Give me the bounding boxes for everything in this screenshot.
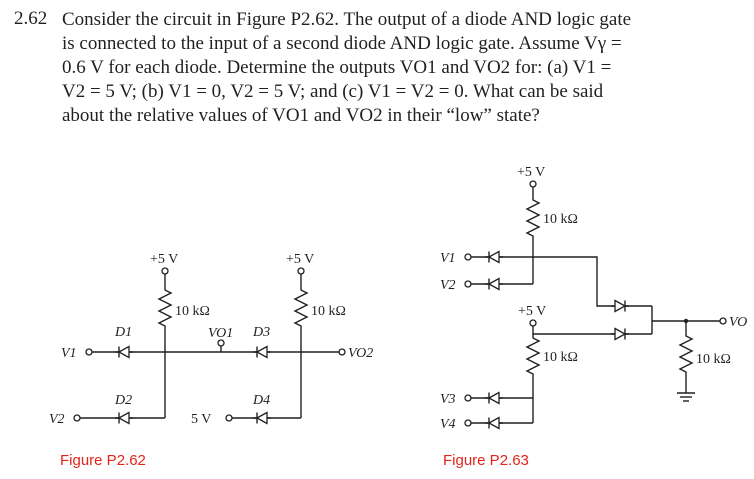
resistor-label: 10 kΩ [696, 352, 731, 367]
input-terminal-v1 [85, 348, 93, 356]
diode-input [484, 250, 504, 264]
input-label-v4: V4 [440, 417, 456, 432]
problem-number: 2.62 [14, 8, 48, 29]
input-label-v2: V2 [440, 278, 456, 293]
supply-terminal [161, 267, 169, 275]
problem-line: Consider the circuit in Figure P2.62. Th… [62, 9, 632, 30]
problem-statement: 2.62 Consider the circuit in Figure P2.6… [0, 8, 754, 133]
resistor-label: 10 kΩ [543, 350, 578, 365]
wire [533, 256, 652, 307]
input-terminal-v3 [464, 394, 472, 402]
diode-d1 [114, 345, 134, 359]
problem-text: Consider the circuit in Figure P2.62. Th… [62, 8, 744, 128]
resistor-mid [525, 326, 541, 423]
supply-terminal [529, 319, 537, 327]
problem-line: is connected to the input of a second di… [62, 33, 622, 54]
circuit-figures: +5 V +5 V 10 kΩ 10 kΩ V1 V2 D1 D2 D3 D4 … [49, 165, 747, 469]
input-label-v1: V1 [440, 251, 456, 266]
input-label-v2: V2 [49, 412, 65, 427]
diode-or [610, 327, 630, 341]
resistor-top [525, 187, 541, 284]
resistor-label: 10 kΩ [311, 304, 346, 319]
supply-label: +5 V [286, 252, 314, 267]
input-terminal-v2 [73, 414, 81, 422]
diode-input [484, 391, 504, 405]
figure-p2-63: +5 V +5 V 10 kΩ 10 kΩ 10 kΩ V1 V2 V3 V4 … [440, 165, 747, 469]
vo1-terminal [217, 339, 225, 347]
input-terminal-v4 [464, 419, 472, 427]
problem-line: V2 = 5 V; (b) V1 = 0, V2 = 5 V; and (c) … [62, 81, 604, 102]
figure-caption: Figure P2.63 [443, 452, 529, 469]
problem-line: about the relative values of VO1 and VO2… [62, 105, 540, 126]
diode-label-d1: D1 [114, 325, 132, 340]
input-label-v3: V3 [440, 392, 456, 407]
supply-label: +5 V [518, 304, 546, 319]
output-terminal-vo [719, 317, 727, 325]
input-terminal-v2 [464, 280, 472, 288]
diode-label-d3: D3 [252, 325, 270, 340]
supply-terminal [297, 267, 305, 275]
supply-label: +5 V [517, 165, 545, 180]
diode-input [484, 277, 504, 291]
diode-d2 [114, 411, 134, 425]
output-label-vo2: VO2 [348, 346, 373, 361]
resistor-label: 10 kΩ [175, 304, 210, 319]
diode-d3 [252, 345, 272, 359]
fixed-input-terminal [225, 414, 233, 422]
figure-caption: Figure P2.62 [60, 452, 146, 469]
input-label-v1: V1 [61, 346, 77, 361]
resistor-label: 10 kΩ [543, 212, 578, 227]
output-label-vo: VO [729, 315, 747, 330]
fixed-input-label: 5 V [191, 412, 211, 427]
diode-or [610, 299, 630, 313]
node-label-vo1: VO1 [208, 326, 233, 341]
junction-dot [683, 318, 689, 324]
diode-label-d2: D2 [114, 393, 132, 408]
supply-label: +5 V [150, 252, 178, 267]
supply-terminal [529, 180, 537, 188]
diode-input [484, 416, 504, 430]
resistor-right [293, 274, 309, 349]
problem-line: 0.6 V for each diode. Determine the outp… [62, 57, 612, 78]
input-terminal-v1 [464, 253, 472, 261]
resistor-out [678, 321, 694, 393]
resistor-left [157, 274, 173, 349]
diode-label-d4: D4 [252, 393, 270, 408]
diode-d4 [252, 411, 272, 425]
vo2-terminal [338, 348, 346, 356]
figure-p2-62: +5 V +5 V 10 kΩ 10 kΩ V1 V2 D1 D2 D3 D4 … [49, 252, 373, 469]
